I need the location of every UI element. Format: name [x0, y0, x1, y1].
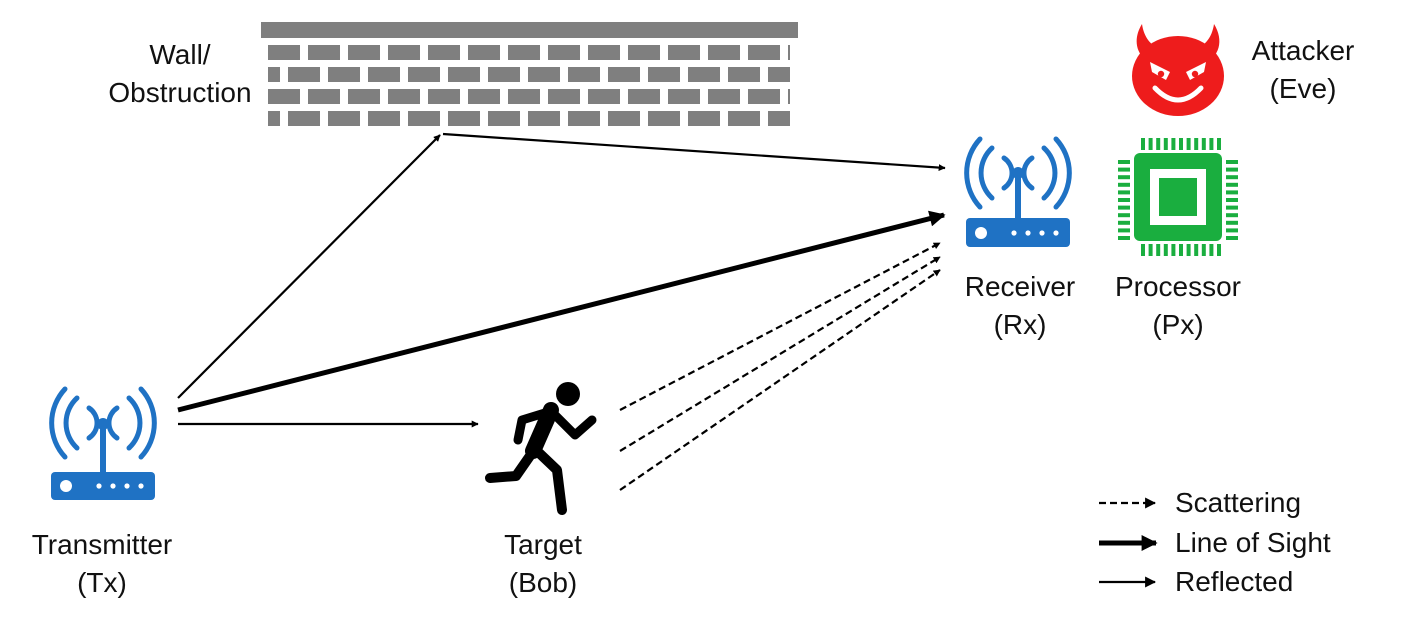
wall-label: Wall/ Obstruction [60, 36, 300, 112]
legend-scattering-label: Scattering [1175, 487, 1302, 518]
reflected-path-tx-wall [177, 134, 441, 399]
reflected-path-wall-rx [442, 132, 946, 172]
processor-label-line-1: Processor [1114, 271, 1242, 302]
wall-label-line-2: Obstruction [108, 77, 252, 108]
attacker-label-line-2: (Eve) [1269, 73, 1337, 104]
chip-icon [1118, 138, 1238, 256]
target-label: Target (Bob) [463, 526, 623, 602]
brick-wall-icon [261, 22, 798, 126]
attacker-label: Attacker (Eve) [1228, 32, 1378, 108]
wall-label-line-1: Wall/ [149, 39, 211, 70]
receiver-label: Receiver (Rx) [940, 268, 1100, 344]
legend [1099, 497, 1158, 588]
processor-label-line-2: (Px) [1152, 309, 1204, 340]
scattering-path-1 [619, 242, 941, 411]
transmitter-label-line-1: Transmitter [31, 529, 173, 560]
line-of-sight-path [177, 210, 946, 413]
scattering-path-2 [619, 256, 941, 452]
legend-reflected-label: Reflected [1175, 566, 1294, 597]
target-label-line-1: Target [504, 529, 582, 560]
wifi-router-icon [964, 136, 1072, 247]
wifi-router-icon [49, 386, 157, 500]
transmitter-label-line-2: (Tx) [77, 567, 127, 598]
signal-paths [177, 132, 946, 491]
attacker-label-line-1: Attacker [1251, 35, 1355, 66]
scattering-path-3 [619, 269, 941, 491]
receiver-label-line-2: (Rx) [993, 309, 1047, 340]
devil-face-icon [1132, 24, 1224, 116]
processor-label: Processor (Px) [1092, 268, 1264, 344]
receiver-label-line-1: Receiver [964, 271, 1076, 302]
target-label-line-2: (Bob) [508, 567, 578, 598]
legend-line-of-sight-label: Line of Sight [1175, 527, 1331, 558]
transmitter-label: Transmitter (Tx) [2, 526, 202, 602]
running-person-icon [485, 382, 597, 515]
